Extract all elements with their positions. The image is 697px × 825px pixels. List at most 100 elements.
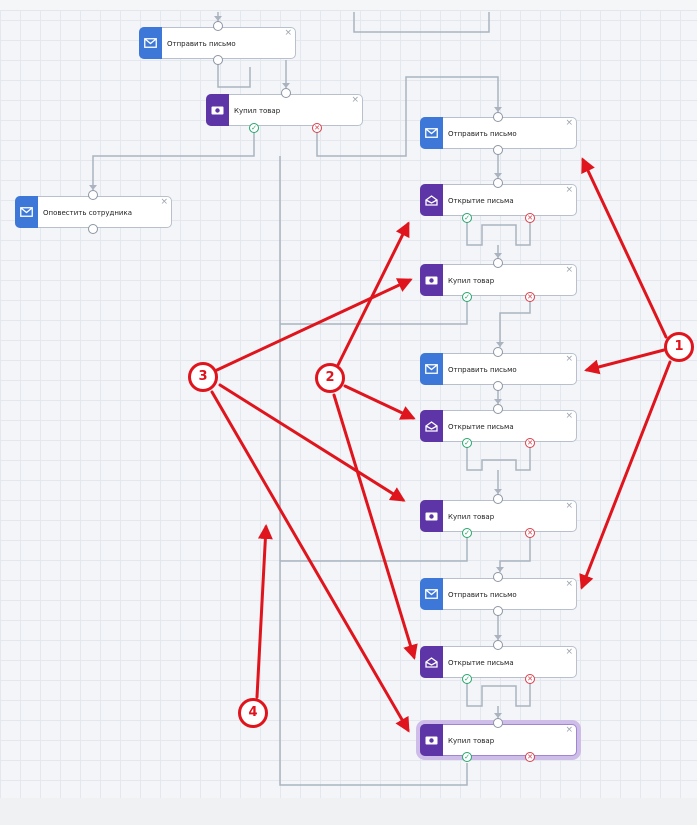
fail-port[interactable]: ✕ [525,528,535,538]
success-port[interactable]: ✓ [249,123,259,133]
close-icon[interactable]: × [565,265,573,275]
annotation-arrow [218,383,406,502]
arrow-head [282,83,290,88]
close-icon[interactable]: × [351,95,359,105]
envelope-icon [420,117,443,149]
cross-icon: ✕ [527,675,533,683]
canvas-bottom-edge [0,798,697,825]
annotation-arrow [581,157,668,339]
input-port[interactable] [281,88,291,98]
arrow-head [214,16,222,21]
output-port[interactable] [493,381,503,391]
node-label: Открытие письма [448,423,514,431]
envelope-icon [420,353,443,385]
node-notify-employee[interactable]: Оповестить сотрудника × [15,196,172,228]
annotation-badge-1: 1 [664,332,694,362]
output-port[interactable] [213,55,223,65]
input-port[interactable] [493,112,503,122]
fail-port[interactable]: ✕ [525,674,535,684]
node-send-email-3[interactable]: Отправить письмо × [420,353,577,385]
connector [499,297,531,347]
fail-port[interactable]: ✕ [525,752,535,762]
input-port[interactable] [493,640,503,650]
output-port[interactable] [88,224,98,234]
fail-port[interactable]: ✕ [525,438,535,448]
node-open-email-1[interactable]: Открытие письма × [420,184,577,216]
success-port[interactable]: ✓ [462,213,472,223]
check-icon: ✓ [464,439,470,447]
close-icon[interactable]: × [565,579,573,589]
money-icon [420,500,443,532]
node-label: Купил товар [448,277,495,285]
arrow-head [89,185,97,190]
connector [499,533,531,572]
input-port[interactable] [213,21,223,31]
cross-icon: ✕ [527,753,533,761]
cross-icon: ✕ [527,214,533,222]
annotation-badge-4: 4 [238,698,268,728]
input-port[interactable] [493,572,503,582]
output-port[interactable] [493,606,503,616]
close-icon[interactable]: × [565,411,573,421]
input-port[interactable] [493,494,503,504]
open-envelope-icon [420,184,443,216]
connector [316,76,499,157]
node-label: Открытие письма [448,197,514,205]
node-bought-item-2[interactable]: Купил товар × [420,264,577,296]
arrow-head [494,173,502,178]
fail-port[interactable]: ✕ [525,292,535,302]
money-icon [420,724,443,756]
input-port[interactable] [493,347,503,357]
close-icon[interactable]: × [565,725,573,735]
arrow-head [494,489,502,494]
success-port[interactable]: ✓ [462,292,472,302]
input-port[interactable] [88,190,98,200]
check-icon: ✓ [464,753,470,761]
node-label: Купил товар [234,107,281,115]
top-toolbar-edge [0,0,697,11]
annotation-arrow [210,390,410,733]
arrow-head [494,713,502,718]
connector [353,12,490,33]
close-icon[interactable]: × [565,185,573,195]
input-port[interactable] [493,718,503,728]
annotation-arrow [336,221,410,367]
success-port[interactable]: ✓ [462,674,472,684]
node-label: Купил товар [448,513,495,521]
output-port[interactable] [493,145,503,155]
input-port[interactable] [493,404,503,414]
cross-icon: ✕ [314,124,320,132]
node-label: Оповестить сотрудника [43,209,132,217]
connector [466,679,531,707]
fail-port[interactable]: ✕ [525,213,535,223]
node-open-email-3[interactable]: Открытие письма × [420,646,577,678]
close-icon[interactable]: × [284,28,292,38]
close-icon[interactable]: × [565,118,573,128]
close-icon[interactable]: × [565,501,573,511]
close-icon[interactable]: × [565,354,573,364]
envelope-icon [420,578,443,610]
node-bought-item-1[interactable]: Купил товар × [206,94,363,126]
node-bought-item-3[interactable]: Купил товар × [420,500,577,532]
connector [92,128,255,190]
annotation-badge-2: 2 [315,363,345,393]
fail-port[interactable]: ✕ [312,123,322,133]
connector-arrows [89,16,504,718]
input-port[interactable] [493,258,503,268]
annotation-arrow [343,384,416,420]
input-port[interactable] [493,178,503,188]
close-icon[interactable]: × [565,647,573,657]
success-port[interactable]: ✓ [462,752,472,762]
arrow-head [494,635,502,640]
envelope-icon [139,27,162,59]
success-port[interactable]: ✓ [462,528,472,538]
arrow-head [494,399,502,404]
node-label: Отправить письмо [448,591,517,599]
success-port[interactable]: ✓ [462,438,472,448]
node-label: Отправить письмо [167,40,236,48]
close-icon[interactable]: × [160,197,168,207]
check-icon: ✓ [251,124,257,132]
annotation-arrow [332,393,418,660]
